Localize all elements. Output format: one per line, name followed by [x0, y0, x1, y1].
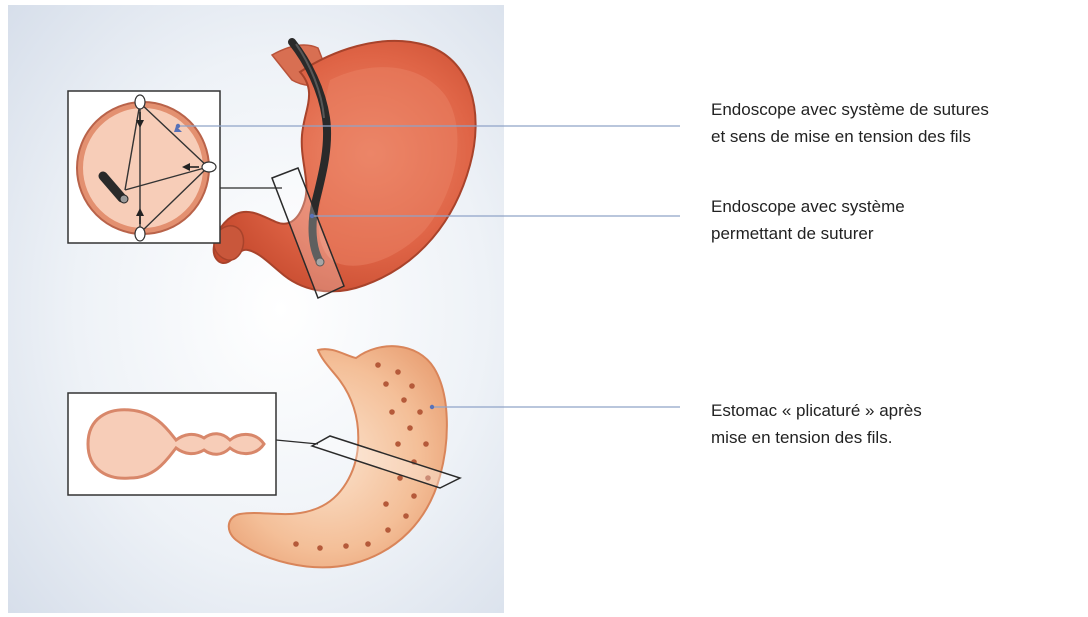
label-endoscope-sutures-line2: et sens de mise en tension des fils [711, 123, 989, 150]
label-plicated-stomach-line1: Estomac « plicaturé » après [711, 397, 922, 424]
plicated-cross-section-inset [68, 393, 276, 495]
label-plicated-stomach-line2: mise en tension des fils. [711, 424, 922, 451]
label-endoscope-system-line2: permettant de suturer [711, 220, 905, 247]
label-endoscope-sutures: Endoscope avec système de sutures et sen… [711, 96, 989, 150]
label-endoscope-sutures-line1: Endoscope avec système de sutures [711, 96, 989, 123]
label-endoscope-system-line1: Endoscope avec système [711, 193, 905, 220]
label-endoscope-system: Endoscope avec système permettant de sut… [711, 193, 905, 247]
label-plicated-stomach: Estomac « plicaturé » après mise en tens… [711, 397, 922, 451]
suture-cross-section-inset [68, 91, 220, 243]
